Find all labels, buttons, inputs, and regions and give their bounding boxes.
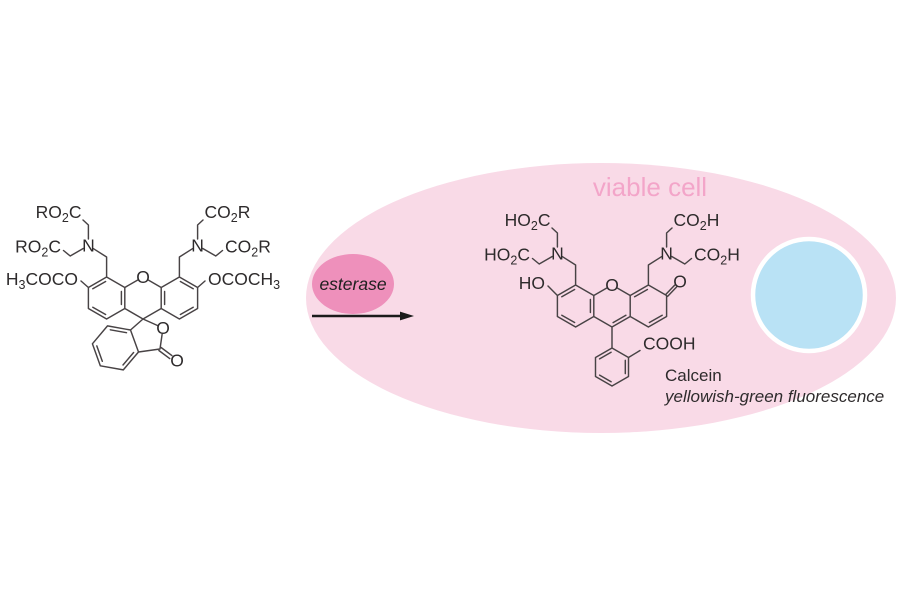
calcein-hydroxyl-label: HO bbox=[519, 273, 545, 293]
nucleus-circle bbox=[750, 236, 868, 354]
viable-cell-ellipse bbox=[306, 163, 896, 433]
calcein-am-label-acetoxy-left: H3COCO bbox=[6, 269, 78, 292]
calcein-am-n-right: N bbox=[191, 236, 204, 256]
calcein-am-structure: N N O O O RO2C CO2R RO2C CO2R H3COCO OCO… bbox=[6, 202, 280, 371]
caption-fluorescence: yellowish-green fluorescence bbox=[664, 387, 884, 406]
esterase-ellipse bbox=[312, 254, 394, 314]
calcein-n-left: N bbox=[551, 244, 564, 264]
calcein-o-pyran: O bbox=[605, 275, 619, 295]
calcein-am-double-bonds bbox=[92, 280, 194, 366]
calcein-bonds bbox=[531, 227, 693, 387]
calcein-am-label-ester-side-right: CO2R bbox=[225, 237, 271, 260]
calcein-am-bonds bbox=[62, 219, 224, 371]
calcein-double-bonds bbox=[561, 284, 678, 383]
calcein-am-n-left: N bbox=[82, 236, 95, 256]
calcein-am-o-lactone: O bbox=[156, 318, 170, 338]
calcein-am-label-acetoxy-right: OCOCH3 bbox=[208, 269, 280, 292]
calcein-label-acid-side-right: CO2H bbox=[694, 245, 740, 268]
esterase-label: esterase bbox=[319, 274, 386, 294]
calcein-am-o-carbonyl: O bbox=[170, 351, 184, 371]
calcein-label-acid-top-left: HO2C bbox=[505, 210, 551, 233]
reaction-arrow bbox=[312, 311, 414, 321]
calcein-structure: N N O O HO COOH HO2C CO2H HO2C CO2H bbox=[484, 210, 740, 387]
calcein-am-label-ester-top-left: RO2C bbox=[36, 202, 82, 225]
reaction-arrow-head bbox=[400, 311, 414, 321]
calcein-am-label-ester-side-left: RO2C bbox=[15, 237, 61, 260]
calcein-am-label-ester-top-right: CO2R bbox=[205, 202, 251, 225]
caption-calcein: Calcein bbox=[665, 366, 722, 385]
calcein-label-acid-side-left: HO2C bbox=[484, 245, 530, 268]
calcein-n-right: N bbox=[660, 244, 673, 264]
calcein-carboxyl-label: COOH bbox=[643, 334, 696, 354]
calcein-am-o-pyran: O bbox=[136, 267, 150, 287]
calcein-o-ketone: O bbox=[673, 272, 687, 292]
calcein-label-acid-top-right: CO2H bbox=[674, 210, 720, 233]
viable-cell-label: viable cell bbox=[593, 172, 707, 202]
